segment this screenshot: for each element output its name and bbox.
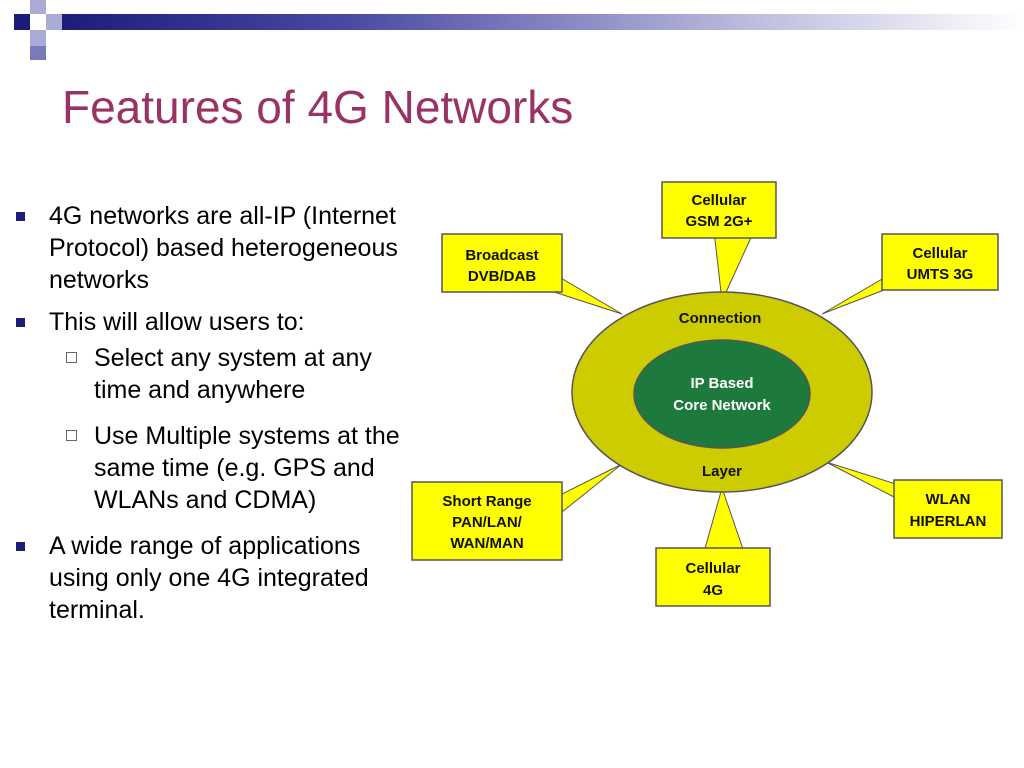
node-wlan: WLAN HIPERLAN: [893, 479, 1003, 539]
ring-label-bottom: Layer: [702, 463, 742, 480]
node-label: WLAN: [926, 491, 971, 508]
ring-label-top: Connection: [679, 310, 762, 327]
bullet-list: 4G networks are all-IP (Internet Protoco…: [14, 200, 414, 636]
node-label: Broadcast: [465, 247, 538, 264]
callout-pointer: [713, 230, 755, 303]
node-label: GSM 2G+: [685, 213, 752, 230]
node-label: Short Range: [442, 493, 531, 510]
core-network-ellipse: [633, 339, 811, 449]
sub-bullet-text: Select any system at any time and anywhe…: [94, 344, 372, 404]
corner-square-light: [30, 30, 46, 46]
callout-pointer: [825, 461, 897, 499]
corner-square-dark: [14, 14, 30, 30]
core-label-line1: IP Based: [690, 375, 753, 392]
node-cellular-gsm: Cellular GSM 2G+: [661, 181, 777, 239]
node-label: Cellular: [685, 560, 740, 577]
sub-bullet-item: Select any system at any time and anywhe…: [14, 342, 414, 406]
network-diagram: Connection Layer IP Based Core Network C…: [411, 181, 1003, 607]
sub-bullet-item: Use Multiple systems at the same time (e…: [14, 420, 414, 516]
bullet-text: This will allow users to:: [49, 308, 305, 336]
bullet-item: 4G networks are all-IP (Internet Protoco…: [14, 200, 414, 296]
callout-pointer: [561, 463, 623, 514]
core-label-line2: Core Network: [673, 397, 771, 414]
bullet-text: A wide range of applications using only …: [49, 532, 369, 624]
square-bullet-icon: [16, 542, 25, 551]
node-cellular-4g: Cellular 4G: [655, 547, 771, 607]
bullet-item: This will allow users to:: [14, 306, 414, 338]
node-label: HIPERLAN: [910, 513, 987, 530]
title-bar-gradient: [62, 14, 1024, 30]
node-cellular-umts: Cellular UMTS 3G: [881, 233, 999, 291]
node-label: Cellular: [912, 245, 967, 262]
corner-square-mid: [46, 14, 62, 30]
hollow-square-bullet-icon: [66, 352, 77, 363]
bullet-item: A wide range of applications using only …: [14, 530, 414, 626]
callout-pointer: [553, 273, 623, 315]
node-broadcast: Broadcast DVB/DAB: [441, 233, 563, 293]
square-bullet-icon: [16, 318, 25, 327]
node-label: PAN/LAN/: [452, 514, 523, 531]
bullet-text: 4G networks are all-IP (Internet Protoco…: [49, 202, 398, 294]
square-bullet-icon: [16, 212, 25, 221]
hollow-square-bullet-icon: [66, 430, 77, 441]
node-label: Cellular: [691, 192, 746, 209]
corner-square-light: [30, 0, 46, 14]
node-label: 4G: [703, 582, 723, 599]
slide-title: Features of 4G Networks: [62, 81, 574, 133]
node-label: DVB/DAB: [468, 268, 537, 285]
node-short-range: Short Range PAN/LAN/ WAN/MAN: [411, 481, 563, 561]
sub-bullet-text: Use Multiple systems at the same time (e…: [94, 422, 400, 514]
node-label: UMTS 3G: [907, 266, 974, 283]
corner-square-small: [30, 46, 46, 60]
callout-pointer: [821, 277, 885, 315]
node-label: WAN/MAN: [450, 535, 523, 552]
callout-pointer: [703, 486, 745, 553]
